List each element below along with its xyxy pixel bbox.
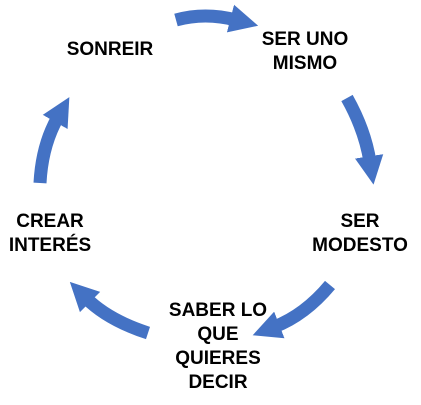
node-ser-modesto: SER MODESTO — [300, 210, 420, 258]
node-ser-modesto-line-1: SER — [340, 211, 380, 232]
node-crear-interes: CREAR INTERÉS — [0, 210, 100, 258]
node-saber-lo-que-quieres-decir: SABER LO QUE QUIERES DECIR — [148, 299, 288, 395]
node-saber-line-3: QUIERES — [175, 348, 261, 369]
node-sonreir-line-1: SONREIR — [66, 39, 154, 60]
cycle-arrow-2 — [341, 94, 384, 185]
node-crear-interes-line-1: CREAR — [16, 211, 84, 232]
node-ser-modesto-line-2: MODESTO — [312, 235, 408, 256]
node-sonreir: SONREIR — [45, 38, 175, 62]
node-saber-line-4: DECIR — [188, 372, 248, 393]
node-ser-uno-mismo: SER UNO MISMO — [240, 28, 370, 76]
node-saber-line-2: QUE — [197, 324, 239, 345]
cycle-arrow-3 — [252, 280, 335, 339]
cycle-arrow-1 — [174, 4, 259, 33]
node-crear-interes-line-2: INTERÉS — [8, 235, 92, 256]
node-ser-uno-mismo-line-2: MISMO — [272, 53, 338, 74]
node-saber-line-1: SABER LO — [168, 300, 268, 321]
cycle-arrow-5 — [33, 97, 70, 184]
node-ser-uno-mismo-line-1: SER UNO — [261, 29, 349, 50]
cycle-arrow-4 — [69, 281, 151, 340]
